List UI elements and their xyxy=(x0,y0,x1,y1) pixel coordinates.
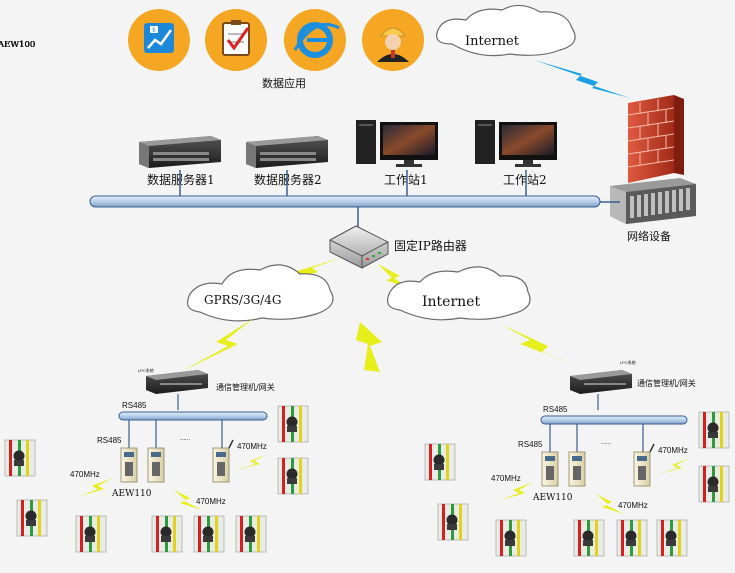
router-label: 固定IP路由器 xyxy=(394,238,467,253)
aew100-meter[interactable] xyxy=(698,411,730,449)
aew100-label: AEW100 xyxy=(0,40,35,50)
right-470-label-1: 470MHz xyxy=(491,474,521,483)
aew100-label: AEW100 xyxy=(0,40,35,50)
aew100-meter[interactable] xyxy=(656,519,688,557)
right-rs485-label-side: RS485 xyxy=(518,440,543,449)
aew100-label: AEW100 xyxy=(0,40,35,50)
aew100-label: AEW100 xyxy=(0,40,35,50)
right-470-label-3: 470MHz xyxy=(658,446,688,455)
left-470-label-2: 470MHz xyxy=(196,497,226,506)
lightning-internet-gateway xyxy=(500,324,578,366)
app-icons-row: $ 数据应用 xyxy=(128,9,424,90)
aew100-meter[interactable] xyxy=(151,515,183,553)
aew100-label: AEW100 xyxy=(0,40,35,50)
aew100-label: AEW100 xyxy=(0,40,35,50)
gateway-left[interactable] xyxy=(146,370,208,394)
aew100-meter[interactable] xyxy=(75,515,107,553)
internet-cloud-middle-label: Internet xyxy=(422,294,480,310)
left-bus-dots: ...... xyxy=(180,436,190,442)
aew100-label: AEW100 xyxy=(0,40,35,50)
workstation-1[interactable] xyxy=(356,120,438,167)
server-db2-label: 数据服务器2 xyxy=(254,172,322,187)
network-device-label: 网络设备 xyxy=(627,229,671,243)
aew100-label: AEW100 xyxy=(0,40,35,50)
aew100-meter[interactable] xyxy=(616,519,648,557)
router-icon xyxy=(329,225,389,269)
internet-cloud-top: Internet xyxy=(436,4,576,57)
concentrator-module-left[interactable] xyxy=(120,439,234,483)
left-rs485-label-top: RS485 xyxy=(122,401,147,410)
internet-label-top: Internet xyxy=(465,34,520,49)
operator-icon[interactable] xyxy=(362,9,424,71)
right-470-label-2: 470MHz xyxy=(618,501,648,510)
right-aew110-label: AEW110 xyxy=(532,493,573,503)
aew100-meter[interactable] xyxy=(16,499,48,537)
meter-group: AEW100AEW100AEW100AEW100AEW100AEW100AEW1… xyxy=(0,40,730,557)
workstation-2[interactable] xyxy=(475,120,557,167)
browser-icon[interactable] xyxy=(284,9,346,71)
internet-cloud-middle: Internet xyxy=(387,266,531,321)
gprs-cloud: GPRS/3G/4G xyxy=(187,264,334,322)
right-rs485-bus xyxy=(540,415,688,425)
workstation-1-label: 工作站1 xyxy=(384,173,428,187)
left-rs485-bus xyxy=(118,411,268,421)
right-lightning-2 xyxy=(596,494,624,514)
aew100-label: AEW100 xyxy=(0,40,35,50)
aew100-meter[interactable] xyxy=(277,405,309,443)
left-rs485-label-side: RS485 xyxy=(97,436,122,445)
network-device-icon xyxy=(610,178,696,224)
left-lightning-3 xyxy=(236,454,268,470)
concentrator-module-right[interactable] xyxy=(541,443,655,487)
server-db2[interactable] xyxy=(246,136,328,168)
aew100-meter[interactable] xyxy=(193,515,225,553)
workstation-2-label: 工作站2 xyxy=(503,173,547,187)
svg-text:$: $ xyxy=(152,27,156,34)
lightning-gprs-gateway xyxy=(180,318,254,372)
right-bus-dots: ...... xyxy=(601,440,611,446)
aew100-label: AEW100 xyxy=(0,40,35,50)
finance-chart-icon[interactable]: $ xyxy=(128,9,190,71)
gateway-left-label: 通信管理机/网关 xyxy=(216,382,275,392)
gateway-right-small-tag: LPC系统 xyxy=(620,359,636,365)
left-470-label-1: 470MHz xyxy=(70,470,100,479)
right-rs485-label-top: RS485 xyxy=(543,405,568,414)
aew100-label: AEW100 xyxy=(0,40,35,50)
server-db1[interactable] xyxy=(139,136,221,168)
aew100-meter[interactable] xyxy=(698,465,730,503)
left-lightning-2 xyxy=(174,490,202,510)
gateway-right[interactable] xyxy=(570,370,632,394)
aew100-meter[interactable] xyxy=(495,519,527,557)
lightning-center xyxy=(356,322,382,372)
aew100-label: AEW100 xyxy=(0,40,35,50)
left-aew110-label: AEW110 xyxy=(111,489,152,499)
aew100-meter[interactable] xyxy=(4,439,36,477)
left-470-label-3: 470MHz xyxy=(237,442,267,451)
aew100-label: AEW100 xyxy=(0,40,35,50)
aew100-label: AEW100 xyxy=(0,40,35,50)
aew100-meter[interactable] xyxy=(437,503,469,541)
right-lightning-1 xyxy=(501,482,533,500)
lightning-router-right xyxy=(378,264,412,290)
gateway-right-label: 通信管理机/网关 xyxy=(637,378,696,388)
apps-label: 数据应用 xyxy=(262,76,306,90)
aew100-meter[interactable] xyxy=(424,443,456,481)
left-lightning-1 xyxy=(80,478,112,496)
checklist-icon[interactable] xyxy=(205,9,267,71)
lightning-top xyxy=(534,60,630,98)
lan-bus xyxy=(89,170,620,228)
aew100-meter[interactable] xyxy=(277,457,309,495)
aew100-label: AEW100 xyxy=(0,40,35,50)
aew100-meter[interactable] xyxy=(235,515,267,553)
aew100-meter[interactable] xyxy=(573,519,605,557)
right-lightning-3 xyxy=(658,458,690,474)
server-db1-label: 数据服务器1 xyxy=(147,172,215,187)
aew100-label: AEW100 xyxy=(0,40,35,50)
firewall-icon xyxy=(627,95,684,183)
gateway-left-small-tag: LPC系统 xyxy=(138,367,154,373)
lightning-router-left xyxy=(280,258,340,282)
gprs-cloud-label: GPRS/3G/4G xyxy=(204,293,281,307)
